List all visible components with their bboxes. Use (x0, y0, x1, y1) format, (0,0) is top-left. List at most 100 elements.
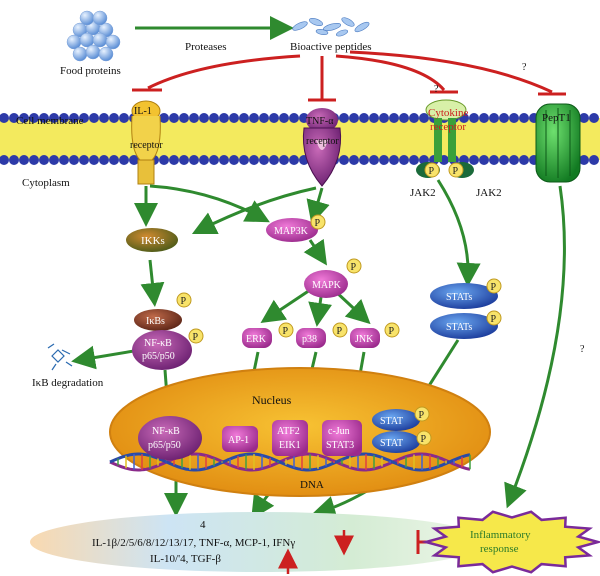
pept1-transporter (535, 103, 581, 183)
ikb-degradation-label: IκB degradation (32, 377, 104, 389)
stat-nucleus-label-1: STAT (380, 416, 403, 427)
stats-node-2 (430, 313, 498, 339)
food-proteins-label: Food proteins (60, 65, 121, 77)
phosphate-label: P (351, 262, 357, 273)
stats-label-2: STATs (446, 322, 472, 333)
cytoplasm-label: Cytoplasm (22, 177, 70, 189)
phosphate-label: P (337, 326, 343, 337)
response-label: response (480, 543, 519, 555)
phosphate-badge: P (448, 162, 464, 178)
map3k-node (266, 218, 318, 242)
proteases-label: Proteases (185, 41, 227, 53)
nfkb-cytoplasm-subunit: p65/p50 (142, 351, 175, 362)
dna-helix (109, 452, 471, 472)
tnf-receptor-label: receptor (306, 136, 339, 147)
cytokine-receptor-label: receptor (430, 121, 466, 133)
stat-nucleus-label-2: STAT (380, 438, 403, 449)
output-line-2: IL-10/'4, TGF-β (150, 553, 221, 565)
atf2-eik1-node (272, 420, 308, 456)
ap1-label: AP-1 (228, 435, 249, 446)
stat-nucleus-node-1 (372, 409, 420, 431)
peptide-inhibition-lines (132, 50, 566, 102)
output-number: 4 (200, 519, 206, 531)
ikbs-node (134, 309, 182, 331)
erk-label: ERK (246, 334, 267, 345)
phosphate-badge: P (188, 328, 204, 344)
ikbs-label: IκBs (146, 316, 165, 327)
food-proteins-icon (66, 10, 121, 62)
unknown-mark-pept1: ? (522, 62, 527, 73)
mapk-node (304, 270, 348, 298)
phosphate-label: P (491, 314, 497, 325)
tnf-receptor (302, 108, 342, 187)
phosphate-badge: P (346, 258, 362, 274)
cjun-label: c-Jun (328, 426, 350, 437)
nfkb-nucleus-subunit: p65/p50 (148, 440, 181, 451)
phosphate-badge: P (332, 322, 348, 338)
ikb-degradation-icon (47, 343, 73, 371)
p38-node (296, 328, 326, 348)
cell-membrane-label: Cell membrane (16, 115, 84, 127)
phosphate-label: P (389, 326, 395, 337)
phosphate-label: P (491, 282, 497, 293)
mapk-label: MAPK (312, 280, 342, 291)
phosphate-label: P (193, 332, 199, 343)
inflammatory-label: Inflammatory (470, 529, 531, 541)
erk-node (242, 328, 272, 348)
nfkb-nucleus-node (138, 416, 202, 460)
phosphate-label: P (421, 434, 427, 445)
bioactive-peptides-icon (292, 17, 370, 37)
nucleus-label: Nucleus (252, 393, 292, 407)
atf2-label: ATF2 (277, 426, 300, 437)
phosphate-label: P (283, 326, 289, 337)
tnf-label: TNF-α (306, 116, 334, 127)
phosphate-badge: P (176, 292, 192, 308)
output-line-1: IL-1β/2/5/6/8/12/13/17, TNF-α, MCP-1, IF… (92, 537, 295, 549)
phosphate-badge: P (384, 322, 400, 338)
cjun-stat3-node (322, 420, 362, 456)
jak2-left-label: JAK2 (410, 187, 436, 199)
nfkb-cytoplasm-node (132, 330, 192, 370)
cytokine-output-panel (30, 512, 490, 572)
map3k-label: MAP3K (274, 226, 309, 237)
nfkb-nucleus-label: NF-κB (152, 426, 180, 437)
phosphate-badge: P (486, 278, 502, 294)
il1-label: IL-1 (134, 106, 152, 117)
ikks-label: IKKs (141, 235, 165, 247)
jak2-right-label: JAK2 (476, 187, 502, 199)
phosphate-label: P (315, 218, 321, 229)
phosphate-badge: P (310, 214, 326, 230)
ap1-node (222, 426, 258, 452)
ikks-node (126, 228, 178, 252)
phosphate-badge: P (486, 310, 502, 326)
phosphate-badges: P P P P P P P P P P P P P (176, 162, 502, 446)
phosphate-label: P (419, 410, 425, 421)
stats-label-1: STATs (446, 292, 472, 303)
p38-label: p38 (302, 334, 317, 345)
nfkb-cytoplasm-label: NF-κB (144, 338, 172, 349)
pept1-label: PepT1 (542, 112, 571, 124)
eik1-label: EIK1 (279, 440, 301, 451)
phosphate-label: P (429, 166, 435, 177)
il1-receptor (131, 100, 161, 185)
unknown-mark-pept1-output: ? (580, 344, 585, 355)
cytokine-label: Cytokine (428, 107, 468, 119)
stat-nucleus-node-2 (372, 431, 420, 453)
jnk-node (350, 328, 380, 348)
bioactive-peptides-label: Bioactive peptides (290, 41, 372, 53)
phosphate-badge: P (414, 406, 430, 422)
stat3-label: STAT3 (326, 440, 354, 451)
cell-membrane-bilayer (0, 113, 600, 165)
il1-receptor-label: receptor (130, 140, 163, 151)
jnk-label: JNK (355, 334, 374, 345)
inflammatory-response-burst (421, 510, 600, 574)
stats-node-1 (430, 283, 498, 309)
phosphate-label: P (181, 296, 187, 307)
unknown-mark-cytokine: ? (434, 84, 439, 95)
dna-label: DNA (300, 479, 324, 491)
phosphate-badge: P (278, 322, 294, 338)
phosphate-badge: P (424, 162, 440, 178)
phosphate-badge: P (416, 430, 432, 446)
phosphate-label: P (453, 166, 459, 177)
